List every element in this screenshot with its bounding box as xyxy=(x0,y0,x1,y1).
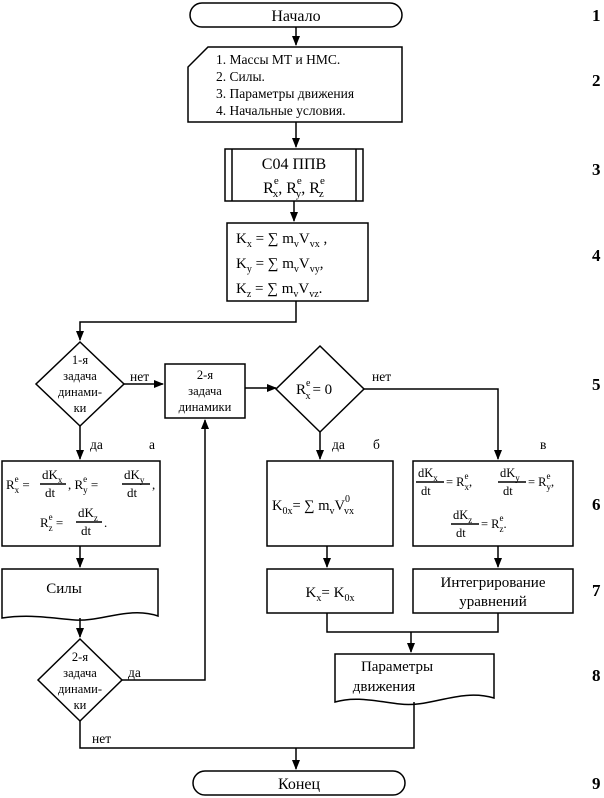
block-a6-frac3-den: dt xyxy=(81,523,92,538)
params-output-line-2: движения xyxy=(353,679,416,695)
block-a6-frac1-num: dKx xyxy=(42,467,63,485)
decision-task2-line-2: задача xyxy=(63,666,97,680)
subroutine-title: С04 ППВ xyxy=(262,156,326,173)
branch-label-v: в xyxy=(540,437,546,452)
svg-text:dt: dt xyxy=(503,484,513,498)
params-output-line-1: Параметры xyxy=(361,659,433,675)
decision-task1: 1-я задача динами- ки xyxy=(34,340,126,428)
forces-document: Силы xyxy=(1,568,159,621)
momentum-line-y: Ky = ∑ mvVvy, xyxy=(236,256,324,275)
row-number-7: 7 xyxy=(592,581,601,600)
row-number-9: 9 xyxy=(592,774,601,793)
svg-text:.: . xyxy=(104,515,107,530)
decision-task1-yes: да xyxy=(90,437,103,452)
decision-task2-line-1: 2-я xyxy=(72,650,88,664)
block-a6-frac2-den: dt xyxy=(127,485,138,500)
end-label: Конец xyxy=(278,776,321,793)
block-v7-line-1: Интегрирование xyxy=(440,575,545,591)
block-v7-integration: Интегрирование уравнений xyxy=(412,568,574,614)
decision-task2: 2-я задача динами- ки xyxy=(36,637,124,723)
input-line-1: 1. Массы МТ и НМС. xyxy=(216,52,340,67)
row-number-3: 3 xyxy=(592,160,601,179)
block-a6-frac3-num: dKz xyxy=(78,505,98,523)
block-b7-formula: Kx= K0x xyxy=(306,585,355,604)
block-v6-frac3-num: dKz xyxy=(453,508,472,525)
task2-block: 2-я задача динамики xyxy=(164,363,246,419)
start-terminator: Начало xyxy=(189,2,403,28)
svg-text:,: , xyxy=(152,477,155,492)
decision-task1-line-1: 1-я xyxy=(72,353,88,367)
row-number-5: 5 xyxy=(592,375,601,394)
block-v6-frac1-num: dKx xyxy=(418,466,438,483)
task2-line-3: динамики xyxy=(179,400,232,414)
decision-task1-line-3: динами- xyxy=(58,385,102,399)
end-terminator: Конец xyxy=(192,770,406,796)
svg-text:dt: dt xyxy=(456,526,466,540)
decision-rx-yes: да xyxy=(332,437,345,452)
forces-label: Силы xyxy=(46,581,82,597)
momentum-line-z: Kz = ∑ mvVvz. xyxy=(236,281,322,300)
row-number-1: 1 xyxy=(592,6,601,25)
row-numbers: 1 2 3 4 5 6 7 8 9 xyxy=(592,6,601,793)
block-v6-frac2-num: dKy xyxy=(500,466,520,483)
decision-task1-no: нет xyxy=(130,369,149,384)
decision-task1-line-2: задача xyxy=(63,369,97,383)
row-number-8: 8 xyxy=(592,666,601,685)
start-label: Начало xyxy=(271,8,320,25)
block-a6-frac2-num: dKy xyxy=(124,467,145,485)
row-number-2: 2 xyxy=(592,71,601,90)
decision-task2-line-3: динами- xyxy=(58,682,102,696)
decision-task2-yes: да xyxy=(128,665,141,680)
task2-line-1: 2-я xyxy=(197,368,213,382)
branch-label-a: а xyxy=(149,437,155,452)
svg-text:dt: dt xyxy=(421,484,431,498)
branch-label-b: б xyxy=(373,437,380,452)
input-line-3: 3. Параметры движения xyxy=(216,86,354,101)
decision-task2-line-4: ки xyxy=(74,698,87,712)
block-v7-line-2: уравнений xyxy=(459,594,527,610)
block-a6-frac1-den: dt xyxy=(45,485,56,500)
input-line-2: 2. Силы. xyxy=(216,69,265,84)
decision-task1-line-4: ки xyxy=(74,401,87,415)
momentum-block: Kx = ∑ mvVvx , Ky = ∑ mvVvy, Kz = ∑ mvVv… xyxy=(226,222,369,302)
decision-task2-no: нет xyxy=(92,731,111,746)
input-block: 1. Массы МТ и НМС. 2. Силы. 3. Параметры… xyxy=(187,46,403,123)
row-number-4: 4 xyxy=(592,246,601,265)
task2-line-2: задача xyxy=(188,384,222,398)
input-line-4: 4. Начальные условия. xyxy=(216,103,346,118)
row-number-6: 6 xyxy=(592,495,601,514)
decision-rx-no: нет xyxy=(372,369,391,384)
params-output-document: Параметры движения xyxy=(334,653,495,706)
momentum-line-x: Kx = ∑ mvVvx , xyxy=(236,231,327,250)
block-b7-equation: Kx= K0x xyxy=(266,568,394,614)
